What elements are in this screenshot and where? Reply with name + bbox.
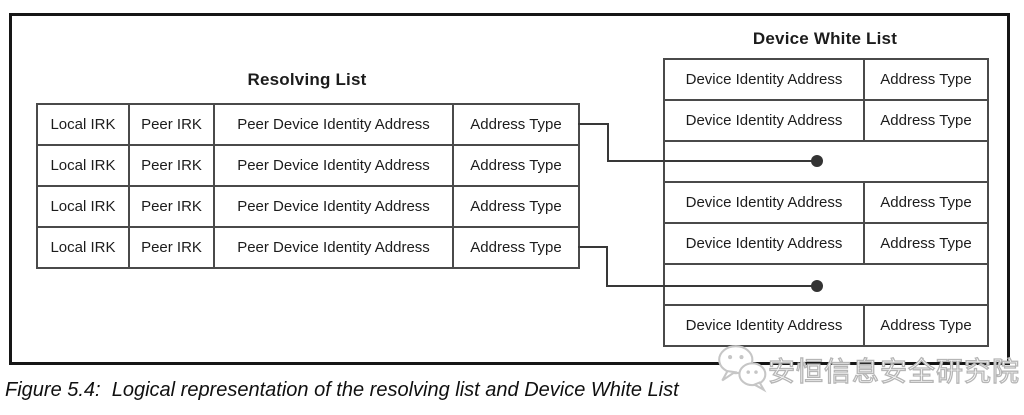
- table-cell: Peer IRK: [128, 185, 215, 228]
- table-cell: Peer IRK: [128, 144, 215, 187]
- wechat-icon: [718, 345, 767, 393]
- table-row: Device Identity Address Address Type: [663, 304, 989, 347]
- spacer-cell: [663, 263, 989, 306]
- table-cell: Address Type: [863, 99, 989, 142]
- table-cell: Peer Device Identity Address: [213, 144, 454, 187]
- table-cell: Device Identity Address: [663, 222, 865, 265]
- table-cell: Address Type: [863, 222, 989, 265]
- table-cell: Device Identity Address: [663, 304, 865, 347]
- table-cell: Peer Device Identity Address: [213, 185, 454, 228]
- table-cell: Address Type: [863, 181, 989, 224]
- spacer-cell: [663, 140, 989, 183]
- table-row: Local IRK Peer IRK Peer Device Identity …: [36, 226, 580, 269]
- table-cell: Device Identity Address: [663, 58, 865, 101]
- table-cell: Address Type: [863, 304, 989, 347]
- table-cell: Peer Device Identity Address: [213, 226, 454, 269]
- table-cell: Address Type: [452, 185, 580, 228]
- figure-caption: Figure 5.4: Logical representation of th…: [5, 379, 679, 401]
- table-cell: Peer Device Identity Address: [213, 103, 454, 146]
- device-white-list-table: Device Identity Address Address Type Dev…: [663, 58, 989, 347]
- table-cell: Device Identity Address: [663, 181, 865, 224]
- table-cell: Address Type: [863, 58, 989, 101]
- table-cell: Local IRK: [36, 144, 130, 187]
- table-row: Device Identity Address Address Type: [663, 181, 989, 224]
- table-cell: Peer IRK: [128, 226, 215, 269]
- table-cell: Address Type: [452, 226, 580, 269]
- table-row: Device Identity Address Address Type: [663, 222, 989, 265]
- table-cell: Local IRK: [36, 185, 130, 228]
- table-cell: Peer IRK: [128, 103, 215, 146]
- table-cell: Address Type: [452, 103, 580, 146]
- resolving-list-title: Resolving List: [247, 70, 367, 89]
- table-row: Device Identity Address Address Type: [663, 99, 989, 142]
- device-white-list-title: Device White List: [752, 29, 898, 48]
- resolving-list-table: Local IRK Peer IRK Peer Device Identity …: [36, 103, 580, 269]
- table-row: Local IRK Peer IRK Peer Device Identity …: [36, 185, 580, 228]
- table-row: Device Identity Address Address Type: [663, 58, 989, 101]
- table-cell: Local IRK: [36, 103, 130, 146]
- spacer-row: [663, 140, 989, 183]
- spacer-row: [663, 263, 989, 306]
- table-row: Local IRK Peer IRK Peer Device Identity …: [36, 103, 580, 146]
- watermark-text: 安恒信息安全研究院: [767, 356, 1020, 387]
- table-cell: Address Type: [452, 144, 580, 187]
- table-cell: Device Identity Address: [663, 99, 865, 142]
- table-cell: Local IRK: [36, 226, 130, 269]
- table-row: Local IRK Peer IRK Peer Device Identity …: [36, 144, 580, 187]
